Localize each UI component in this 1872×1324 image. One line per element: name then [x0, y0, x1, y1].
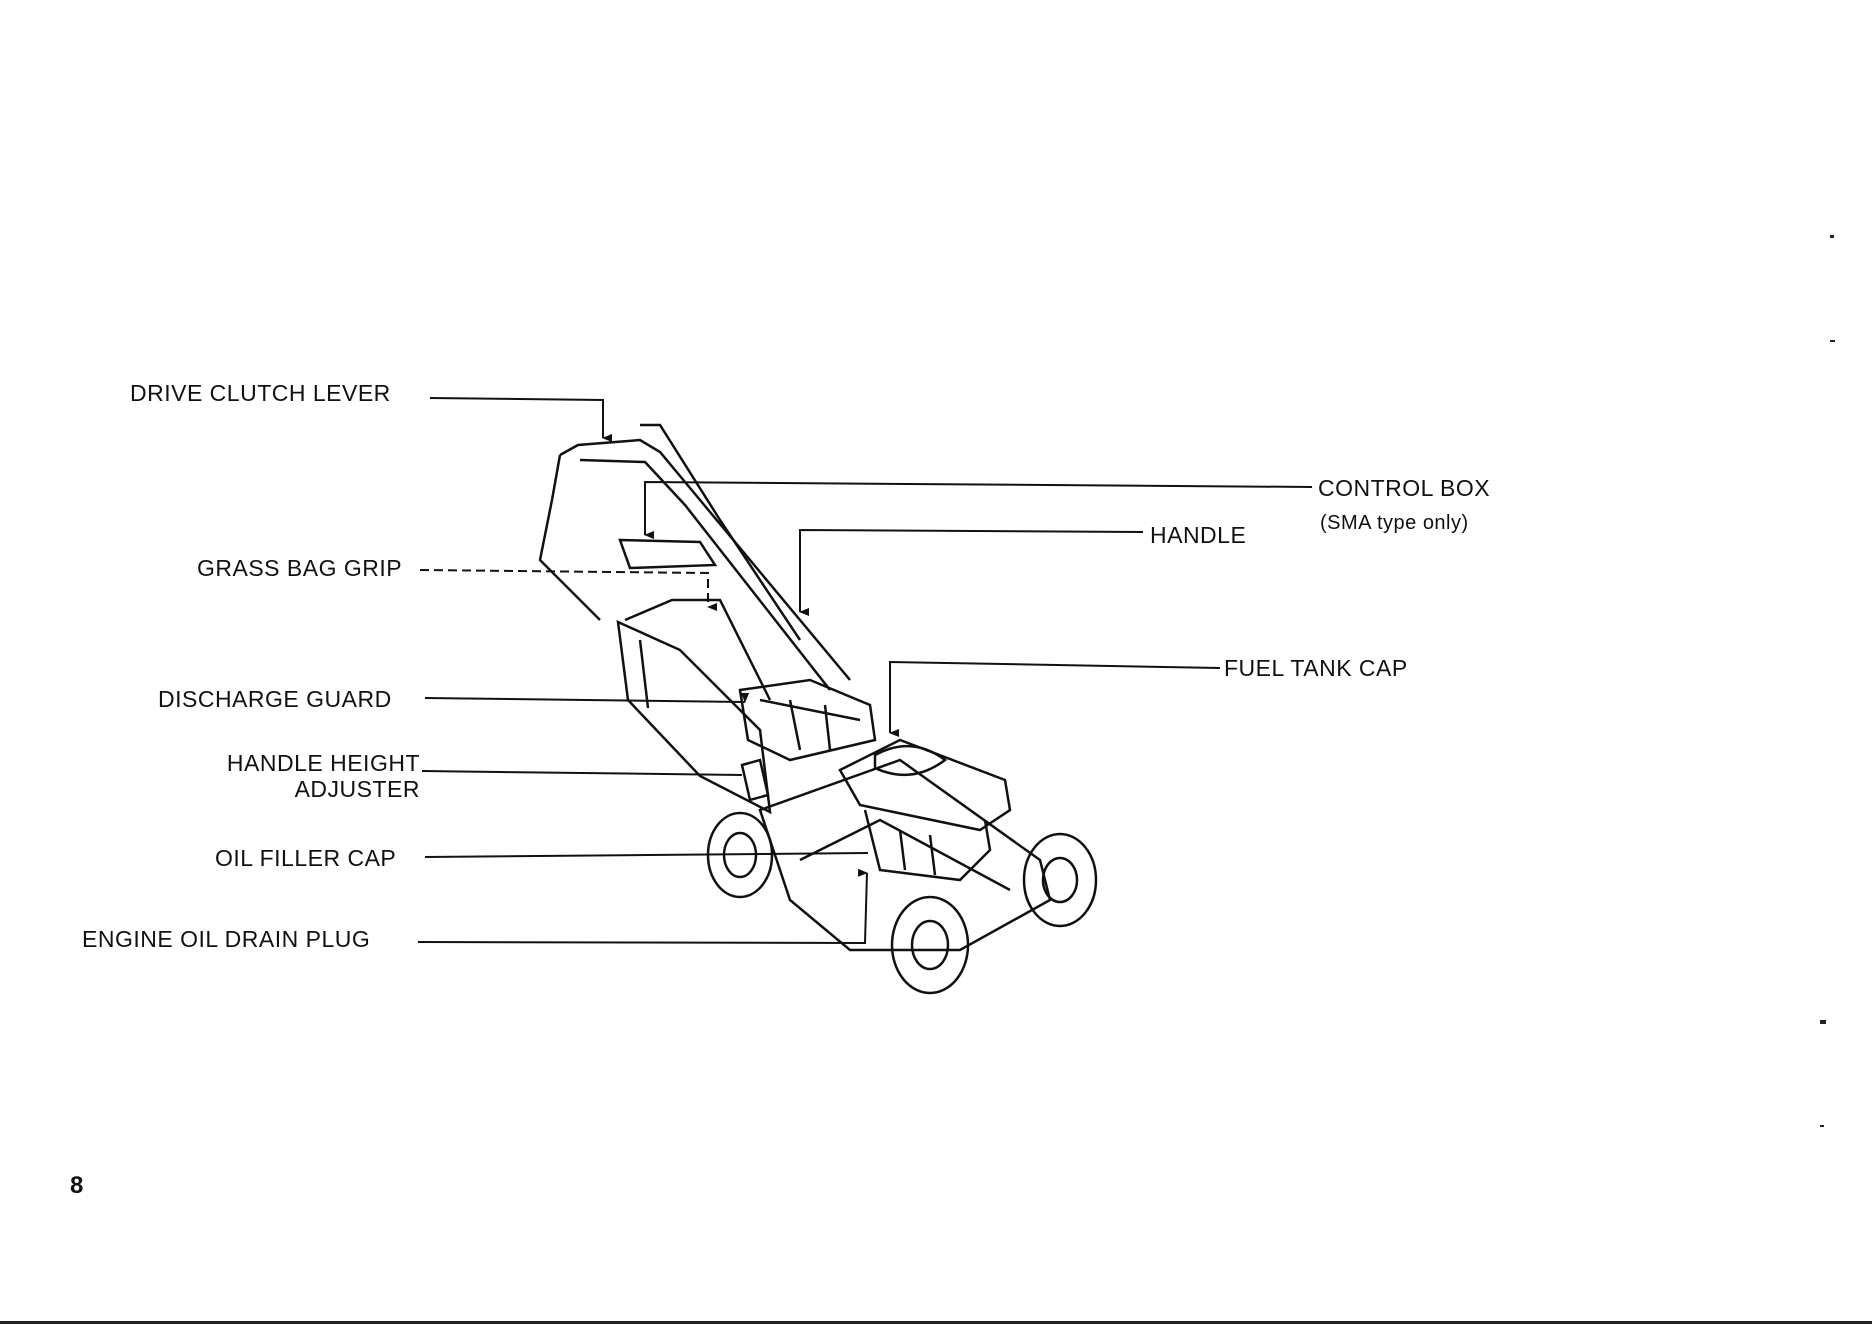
front-left-wheel [892, 897, 968, 993]
leader-handle-height-adjuster [422, 771, 742, 775]
leader-discharge-guard [425, 698, 745, 702]
leader-control-box [645, 482, 1312, 535]
leader-drive-clutch-lever [430, 398, 603, 438]
leader-oil-filler-cap [425, 853, 868, 857]
leader-grass-bag-grip [420, 570, 708, 607]
scan-speck [1820, 1020, 1826, 1024]
scan-speck [1830, 235, 1834, 238]
scan-speck [1830, 340, 1835, 342]
leader-lines [418, 398, 1312, 943]
page-number: 8 [70, 1172, 83, 1200]
mower-drawing [540, 425, 1050, 950]
front-right-wheel [1024, 834, 1096, 926]
leader-fuel-tank-cap [890, 662, 1220, 733]
scan-speck [1820, 1125, 1824, 1127]
leader-handle [800, 530, 1143, 612]
handle-frame [560, 440, 850, 680]
